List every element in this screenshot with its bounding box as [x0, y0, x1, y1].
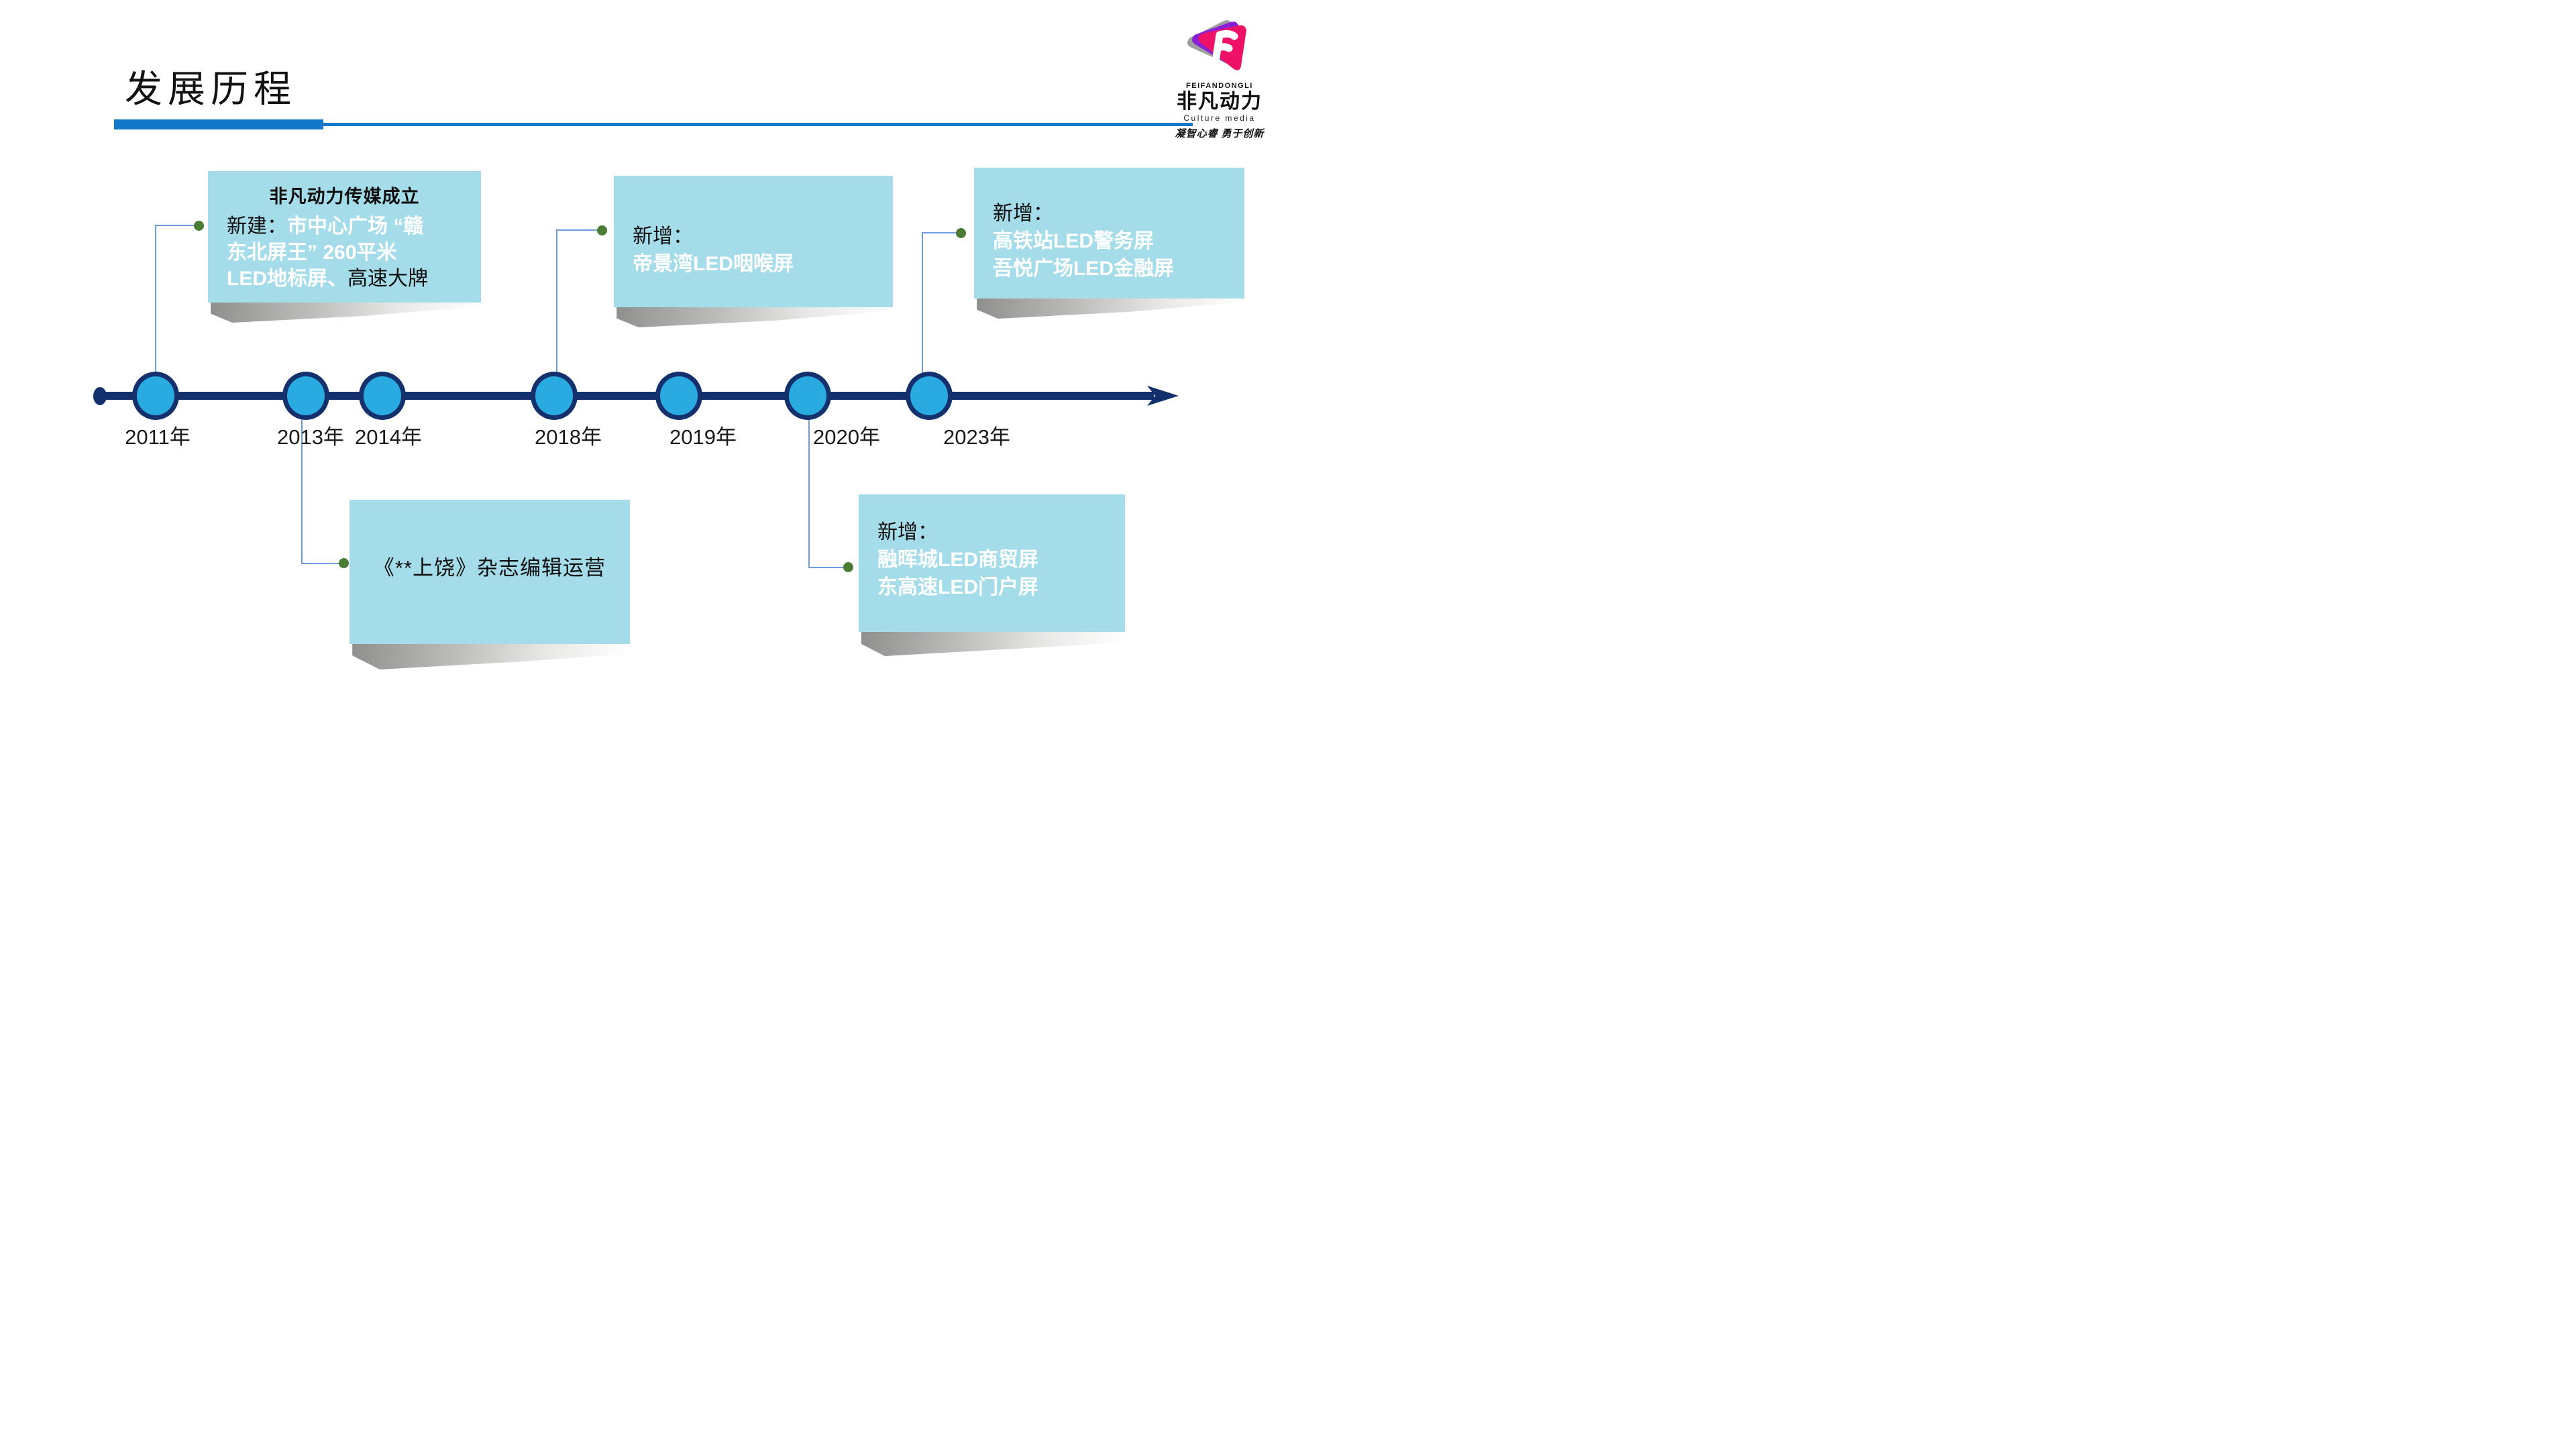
event-2018-prefix: 新增： [633, 225, 693, 248]
event-2020-prefix: 新增： [877, 521, 938, 543]
page-curl-shadow [352, 644, 627, 669]
event-2011-prefix: 新建： [227, 215, 287, 237]
page-title: 发展历程 [125, 68, 297, 110]
year-label-2011: 2011年 [125, 425, 191, 449]
event-2023-prefix: 新增： [993, 203, 1053, 225]
connector-2018 [556, 229, 602, 231]
year-label-2020: 2020年 [813, 425, 880, 449]
event-2013-text: 《**上饶》杂志编辑运营 [373, 556, 606, 580]
timeline-node-2023 [906, 372, 953, 420]
timeline-node-2020 [784, 372, 831, 420]
connector-2013 [301, 396, 303, 564]
event-2011-title: 非凡动力传媒成立 [269, 186, 420, 207]
connector-2018 [556, 229, 557, 396]
page-curl-shadow [977, 299, 1242, 319]
event-2011-line3b: 高速大牌 [347, 268, 428, 290]
year-label-2013: 2013年 [277, 425, 344, 449]
event-2011-line3: LED地标屏、 [227, 268, 347, 290]
event-box-2020: 新增： 融晖城LED商贸屏 东高速LED门户屏 [859, 494, 1125, 656]
title-underline-thick [114, 119, 323, 129]
green-marker-dot [956, 228, 966, 238]
logo-brand-cn: 非凡动力 [1177, 90, 1263, 113]
year-label-2023: 2023年 [943, 425, 1010, 449]
timeline-node-2014 [359, 372, 406, 420]
timeline-arrow-icon [1147, 386, 1179, 406]
company-logo: FEIFANDONGLI 非凡动力 Culture media 凝智心睿 勇于创… [1173, 19, 1267, 140]
timeline-node-2013 [282, 372, 329, 420]
connector-2011 [155, 225, 199, 226]
connector-2023 [922, 232, 961, 233]
page-curl-shadow [861, 632, 1123, 656]
timeline-node-2018 [531, 372, 578, 420]
title-underline-thin [323, 123, 1193, 126]
year-label-2019: 2019年 [669, 425, 737, 449]
event-2020-line2: 东高速LED门户屏 [877, 576, 1038, 598]
timeline-node-2019 [655, 372, 702, 420]
logo-brand-en: FEIFANDONGLI [1186, 82, 1253, 90]
green-marker-dot [843, 562, 853, 572]
logo-mark-icon [1187, 20, 1246, 70]
green-marker-dot [339, 558, 349, 568]
slide: 发展历程 FEIFANDONGLI 非凡动力 Culture media 凝智心… [0, 0, 1288, 724]
event-2023-line1: 高铁站LED警务屏 [993, 230, 1154, 252]
logo-slogan: 凝智心睿 勇于创新 [1175, 128, 1265, 140]
page-curl-shadow [616, 307, 890, 327]
event-2011-line1: 市中心广场 “赣 [287, 215, 424, 237]
event-2020-line1: 融晖城LED商贸屏 [877, 549, 1038, 571]
timeline-start-dot [93, 387, 107, 405]
logo-subtitle: Culture media [1183, 113, 1256, 123]
page-curl-shadow [211, 303, 478, 323]
event-box-2011: 非凡动力传媒成立 新建：市中心广场 “赣 东北屏王” 260平米 LED地标屏、… [208, 171, 481, 323]
connector-2020 [808, 396, 810, 568]
event-box-2023: 新增： 高铁站LED警务屏 吾悦广场LED金融屏 [974, 168, 1244, 319]
connector-2020 [808, 567, 849, 568]
event-2011-line2: 东北屏王” 260平米 [227, 241, 397, 264]
green-marker-dot [194, 221, 204, 231]
timeline-node-2011 [132, 372, 179, 420]
green-marker-dot [597, 225, 607, 235]
timeline-axis [101, 392, 1154, 400]
year-label-2018: 2018年 [535, 425, 602, 449]
event-2018-line1: 帝景湾LED咽喉屏 [633, 253, 794, 275]
connector-2013 [301, 563, 344, 564]
event-box-2013: 《**上饶》杂志编辑运营 [350, 500, 630, 669]
event-2023-line2: 吾悦广场LED金融屏 [993, 258, 1174, 280]
connector-2011 [155, 225, 156, 396]
event-box-2018: 新增： 帝景湾LED咽喉屏 [614, 176, 893, 327]
connector-2023 [922, 232, 923, 396]
year-label-2014: 2014年 [355, 425, 422, 449]
